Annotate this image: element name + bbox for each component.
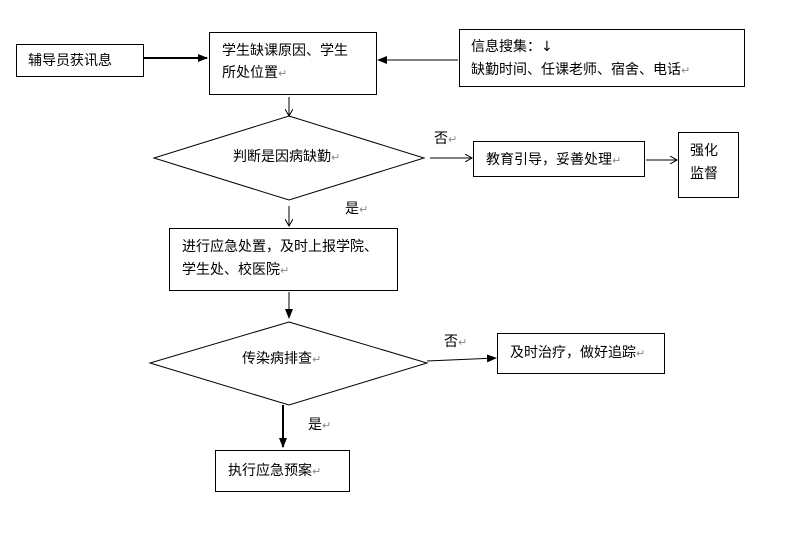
arrow-infectious-no bbox=[426, 354, 497, 363]
emergency-box bbox=[169, 228, 398, 291]
supervise-label-line2: 监督 bbox=[690, 166, 718, 182]
execute-box bbox=[215, 450, 350, 492]
reason-box bbox=[209, 32, 377, 95]
counselor-label: 辅导员获讯息 bbox=[28, 53, 112, 69]
sick-check-label: 判断是因病缺勤↵ bbox=[233, 149, 341, 165]
edge-label-no1: 否↵ bbox=[434, 131, 458, 147]
info-label-line1: 信息搜集：↓ bbox=[471, 39, 553, 55]
edge-label-yes2: 是↵ bbox=[308, 417, 332, 433]
reason-label-line2: 所处位置↵ bbox=[222, 65, 288, 81]
edge-label-yes1: 是↵ bbox=[345, 201, 369, 217]
diamond-sick-check bbox=[152, 115, 426, 201]
supervise-box bbox=[678, 132, 739, 198]
info-label-line2: 缺勤时间、任课老师、宿舍、电话↵ bbox=[471, 62, 691, 78]
diamond-infectious-check bbox=[148, 321, 429, 406]
emergency-label-line2: 学生处、校医院↵ bbox=[182, 262, 290, 278]
emergency-label-line1: 进行应急处置，及时上报学院、 bbox=[182, 239, 378, 255]
execute-label: 执行应急预案↵ bbox=[228, 463, 322, 479]
counselor-box bbox=[16, 44, 144, 77]
educate-label: 教育引导，妥善处理↵ bbox=[486, 152, 622, 168]
treat-label: 及时治疗，做好追踪↵ bbox=[510, 345, 646, 361]
infectious-check-label: 传染病排查↵ bbox=[242, 351, 322, 367]
treat-box bbox=[497, 333, 665, 374]
edge-label-no2: 否↵ bbox=[444, 334, 468, 350]
educate-box bbox=[473, 141, 645, 177]
supervise-label-line1: 强化 bbox=[690, 143, 718, 159]
info-box bbox=[459, 29, 745, 87]
reason-label-line1: 学生缺课原因、学生 bbox=[222, 43, 348, 59]
